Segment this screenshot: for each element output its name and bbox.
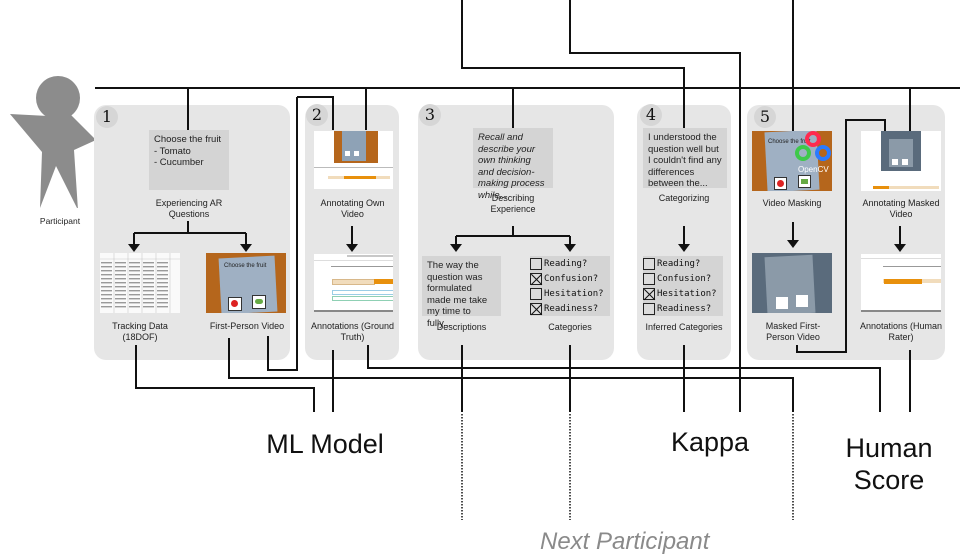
- ground-truth-label: Annotations (Ground Truth): [310, 321, 395, 342]
- checkbox-checked[interactable]: [530, 272, 542, 285]
- step-4-caption: Categorizing: [658, 193, 710, 203]
- ar-question-option: - Cucumber: [154, 157, 204, 168]
- categories-checklist: Reading? Confusion? Hesitation? Readines…: [530, 256, 610, 316]
- video-question-text: Choose the fruit: [224, 263, 267, 269]
- checkbox[interactable]: [643, 272, 655, 285]
- category-hesitation[interactable]: Hesitation?: [530, 286, 610, 301]
- ground-truth-annotations-thumbnail: [314, 254, 393, 312]
- human-rater-label: Annotations (Human Rater): [859, 321, 943, 342]
- human-score-label: Human Score: [830, 432, 948, 496]
- masked-video-thumbnail: [752, 253, 832, 313]
- step-5-number: 5: [754, 106, 776, 128]
- human-rater-annotations-thumbnail: [861, 254, 941, 312]
- tracking-data-thumbnail: [100, 253, 180, 313]
- checkbox-label: Readiness?: [544, 303, 599, 314]
- ar-question-card: Choose the fruit - Tomato - Cucumber: [149, 130, 229, 190]
- ar-question-option: - Tomato: [154, 145, 191, 157]
- category-readiness[interactable]: Readiness?: [530, 301, 610, 316]
- first-person-video-label: First-Person Video: [209, 321, 285, 331]
- checkbox-label: Readiness?: [657, 303, 712, 314]
- category-reading[interactable]: Reading?: [530, 256, 610, 271]
- checkbox-label: Hesitation?: [544, 288, 604, 299]
- participant-label: Participant: [39, 216, 81, 226]
- human-score-line1: Human: [845, 433, 933, 463]
- annotation-tool-thumbnail: [314, 131, 393, 189]
- description-card: The way the question was formulated made…: [422, 256, 501, 329]
- step-4-number: 4: [640, 104, 662, 126]
- next-participant-label: Next Participant: [540, 528, 710, 555]
- step-5-video-masking-caption: Video Masking: [762, 198, 822, 208]
- step-3-number: 3: [419, 104, 441, 126]
- checkbox-label: Reading?: [657, 258, 701, 269]
- kappa-label: Kappa: [670, 427, 750, 457]
- checkbox-checked[interactable]: [530, 302, 542, 315]
- inferred-categories-label: Inferred Categories: [645, 322, 723, 332]
- checkbox-label: Reading?: [544, 258, 588, 269]
- descriptions-label: Descriptions: [436, 322, 487, 332]
- step-2-caption: Annotating Own Video: [320, 198, 385, 219]
- participant-figure: [8, 68, 96, 210]
- recall-prompt-card: Recall and describe your own thinking an…: [473, 128, 553, 201]
- step-1-number: 1: [96, 106, 118, 128]
- human-score-line2: Score: [853, 465, 925, 495]
- category-hesitation[interactable]: Hesitation?: [643, 286, 723, 301]
- video-question-text: Choose the fruit: [768, 139, 811, 145]
- category-confusion[interactable]: Confusion?: [643, 271, 723, 286]
- step-3-caption: Describing Experience: [490, 193, 536, 214]
- first-person-video-thumbnail: Choose the fruit: [206, 253, 286, 313]
- masked-annotation-tool-thumbnail: [861, 131, 941, 191]
- category-reading[interactable]: Reading?: [643, 256, 723, 271]
- inferred-categories-checklist: Reading? Confusion? Hesitation? Readines…: [643, 256, 723, 316]
- step-1-caption: Experiencing AR Questions: [155, 198, 223, 219]
- step-5-annotating-caption: Annotating Masked Video: [862, 198, 940, 219]
- category-confusion[interactable]: Confusion?: [530, 271, 610, 286]
- checkbox-checked[interactable]: [643, 287, 655, 300]
- checkbox[interactable]: [530, 257, 542, 270]
- masked-video-label: Masked First-Person Video: [765, 321, 821, 342]
- opencv-logo-icon: [795, 131, 831, 161]
- category-readiness[interactable]: Readiness?: [643, 301, 723, 316]
- checkbox[interactable]: [530, 287, 542, 300]
- checkbox-label: Hesitation?: [657, 288, 717, 299]
- opencv-logo-text: OpenCV: [798, 165, 829, 174]
- person-icon: [10, 76, 96, 210]
- checkbox-label: Confusion?: [657, 273, 712, 284]
- ml-model-label: ML Model: [266, 429, 384, 459]
- checkbox[interactable]: [643, 302, 655, 315]
- ar-question-title: Choose the fruit: [154, 134, 222, 145]
- video-masking-thumbnail: Choose the fruit OpenCV: [752, 131, 832, 191]
- checkbox[interactable]: [643, 257, 655, 270]
- tracking-data-label: Tracking Data (18DOF): [112, 321, 168, 342]
- step-2-number: 2: [306, 104, 328, 126]
- participant-response-card: I understood the question well but I cou…: [643, 128, 727, 189]
- categories-label: Categories: [548, 322, 592, 332]
- checkbox-label: Confusion?: [544, 273, 599, 284]
